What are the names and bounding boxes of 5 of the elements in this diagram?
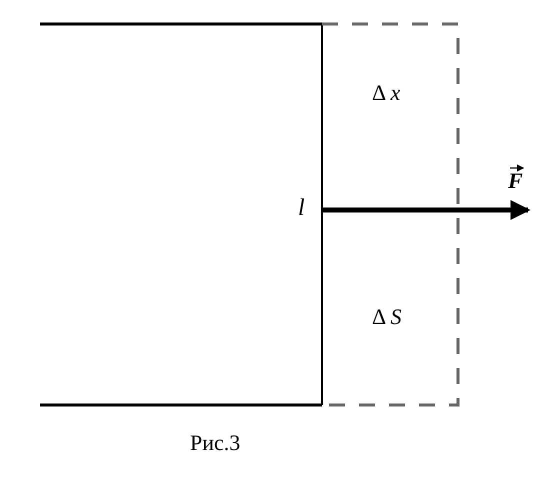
figure-caption: Рис.3 <box>190 432 240 454</box>
symbol-label: l <box>298 196 305 220</box>
symbol-label: F <box>508 170 523 192</box>
symbol-label: Δ x <box>372 82 400 104</box>
symbol-label: Δ S <box>372 306 402 328</box>
